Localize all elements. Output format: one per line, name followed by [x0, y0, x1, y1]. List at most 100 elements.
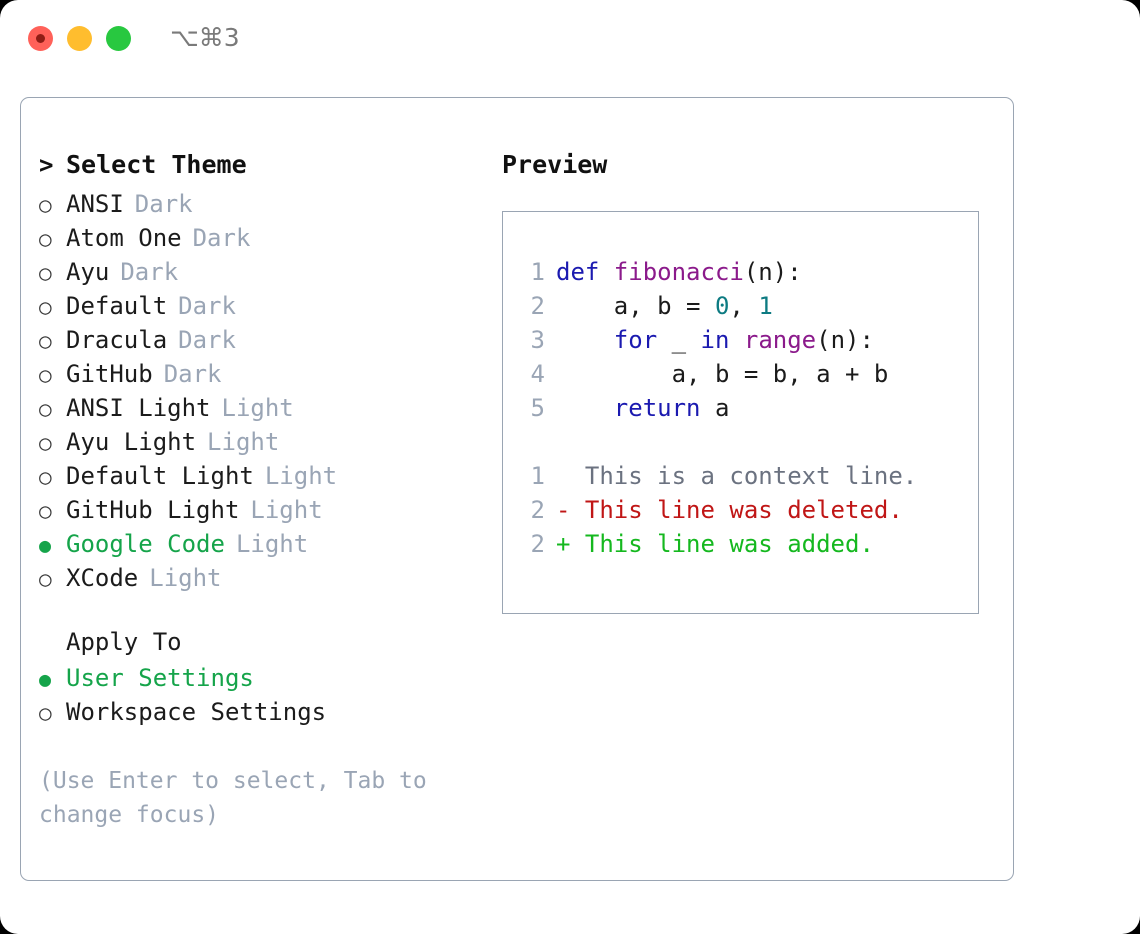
line-number: 2	[530, 292, 545, 320]
radio-unselected-icon[interactable]: ○	[39, 397, 52, 421]
theme-name-label: ANSI	[66, 190, 124, 218]
code-line-text: def fibonacci(n):	[556, 258, 802, 286]
code-token-number: 0	[714, 292, 730, 320]
title-bar: ⌥⌘3	[0, 0, 1140, 78]
apply-to-title: Apply To	[66, 628, 182, 656]
code-token-keyword: in	[700, 326, 730, 354]
line-number: 2	[530, 530, 545, 558]
radio-unselected-icon[interactable]: ○	[39, 193, 52, 217]
code-line: 5 return a	[515, 394, 917, 428]
apply-to-header: ○ Apply To	[39, 628, 489, 664]
theme-name-label: Default	[66, 292, 168, 320]
apply-to-item[interactable]: ○ Workspace Settings	[39, 698, 489, 732]
code-sample: 1 def fibonacci(n): 2 a, b = 0, 1 3 for _ i…	[515, 258, 918, 564]
apply-to-label: User Settings	[66, 664, 254, 692]
diff-line-text: This line was deleted.	[584, 496, 903, 524]
radio-unselected-icon[interactable]: ○	[39, 329, 52, 353]
diff-marker: -	[556, 496, 585, 524]
line-number: 2	[530, 496, 545, 524]
line-number: 4	[530, 360, 545, 388]
diff-marker: +	[556, 530, 585, 558]
theme-variant-label: Light	[149, 564, 222, 592]
theme-list-item[interactable]: ○ Dracula Dark	[39, 326, 489, 360]
code-token-plain: (n):	[743, 258, 802, 286]
section-spacer	[39, 598, 489, 628]
line-number: 1	[530, 462, 545, 490]
preview-column: Preview 1 def fibonacci(n): 2 a, b = 0, 1 3…	[502, 150, 1002, 614]
code-line-text: a, b = b, a + b	[556, 360, 889, 388]
theme-variant-label: Dark	[120, 258, 179, 286]
diff-line: 2+ This line was added.	[515, 530, 917, 564]
radio-selected-icon[interactable]: ●	[39, 533, 52, 557]
theme-name-label: Ayu Light	[66, 428, 197, 456]
radio-unselected-icon[interactable]: ○	[39, 295, 52, 319]
code-lines: 1 def fibonacci(n): 2 a, b = 0, 1 3 for _ i…	[515, 258, 917, 428]
code-token-plain: a, b =	[556, 292, 715, 320]
code-line-text: a, b = 0, 1	[556, 292, 773, 320]
code-token-plain: ,	[729, 292, 759, 320]
radio-unselected-icon[interactable]: ○	[39, 431, 52, 455]
theme-variant-label: Dark	[134, 190, 193, 218]
line-number: 1	[530, 258, 545, 286]
prompt-caret-icon: >	[39, 151, 54, 179]
theme-name-label: Ayu	[66, 258, 110, 286]
diff-line-text: This is a context line.	[584, 462, 918, 490]
close-window-button[interactable]	[28, 26, 53, 51]
theme-list-item[interactable]: ○ XCode Light	[39, 564, 489, 598]
theme-variant-label: Dark	[163, 360, 222, 388]
theme-list-item[interactable]: ○ ANSI Dark	[39, 190, 489, 224]
code-blank-line	[515, 428, 917, 462]
theme-variant-label: Light	[221, 394, 294, 422]
code-token-plain	[556, 326, 614, 354]
code-token-keyword: for	[613, 326, 658, 354]
theme-list-item[interactable]: ○ Ayu Dark	[39, 258, 489, 292]
diff-line: 2- This line was deleted.	[515, 496, 917, 530]
radio-unselected-icon[interactable]: ○	[39, 499, 52, 523]
radio-selected-icon[interactable]: ●	[39, 667, 52, 691]
code-token-plain	[556, 394, 614, 422]
code-line: 3 for _ in range(n):	[515, 326, 917, 360]
code-token-plain: a, b = b, a + b	[556, 360, 889, 388]
radio-unselected-icon[interactable]: ○	[39, 701, 52, 725]
theme-variant-label: Light	[250, 496, 323, 524]
theme-list-item[interactable]: ● Google Code Light	[39, 530, 489, 564]
diff-marker	[556, 462, 585, 490]
code-line: 1 def fibonacci(n):	[515, 258, 917, 292]
radio-unselected-icon[interactable]: ○	[39, 465, 52, 489]
theme-variant-label: Dark	[192, 224, 251, 252]
apply-to-label: Workspace Settings	[66, 698, 327, 726]
radio-unselected-icon[interactable]: ○	[39, 261, 52, 285]
radio-unselected-icon[interactable]: ○	[39, 363, 52, 387]
theme-variant-label: Light	[264, 462, 338, 490]
theme-name-label: Dracula	[66, 326, 168, 354]
preview-box: 1 def fibonacci(n): 2 a, b = 0, 1 3 for _ i…	[502, 211, 979, 614]
preview-title: Preview	[502, 150, 608, 179]
theme-picker-title: Select Theme	[66, 150, 247, 179]
apply-to-item[interactable]: ● User Settings	[39, 664, 489, 698]
theme-name-label: Atom One	[66, 224, 182, 252]
theme-variant-label: Dark	[178, 326, 236, 354]
theme-name-label: XCode	[66, 564, 139, 592]
code-token-plain: _	[657, 326, 701, 354]
maximize-window-button[interactable]	[106, 26, 131, 51]
radio-unselected-icon[interactable]: ○	[39, 227, 52, 251]
theme-list-item[interactable]: ○ Atom One Dark	[39, 224, 489, 258]
theme-list-item[interactable]: ○ GitHub Light Light	[39, 496, 489, 530]
theme-name-label: Google Code	[66, 530, 225, 558]
apply-to-list: ● User Settings ○ Workspace Settings	[39, 664, 489, 732]
theme-name-label: GitHub Light	[66, 496, 240, 524]
line-number: 5	[530, 394, 545, 422]
theme-variant-label: Light	[235, 530, 309, 558]
radio-unselected-icon[interactable]: ○	[39, 567, 52, 591]
keyboard-hint-text: (Use Enter to select, Tab to change focu…	[39, 768, 427, 828]
minimize-window-button[interactable]	[67, 26, 92, 51]
code-token-function: fibonacci	[613, 258, 744, 286]
